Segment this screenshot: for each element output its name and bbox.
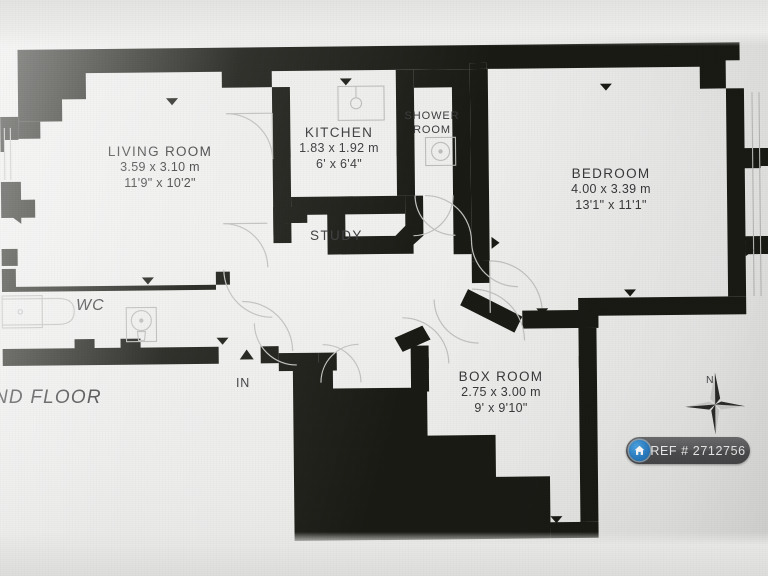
reference-badge[interactable]: REF # 2712756 — [626, 437, 750, 464]
floor-level-label: ND FLOOR — [0, 387, 102, 408]
reference-number: REF # 2712756 — [650, 443, 746, 458]
room-label-wc: WC — [76, 297, 105, 314]
compass-rose — [685, 372, 746, 435]
compass-north-label: N — [706, 374, 715, 386]
home-icon — [629, 440, 650, 461]
room-label-study: STUDY — [310, 228, 363, 243]
entrance-label: IN — [236, 376, 251, 390]
entrance-arrow — [239, 349, 254, 360]
